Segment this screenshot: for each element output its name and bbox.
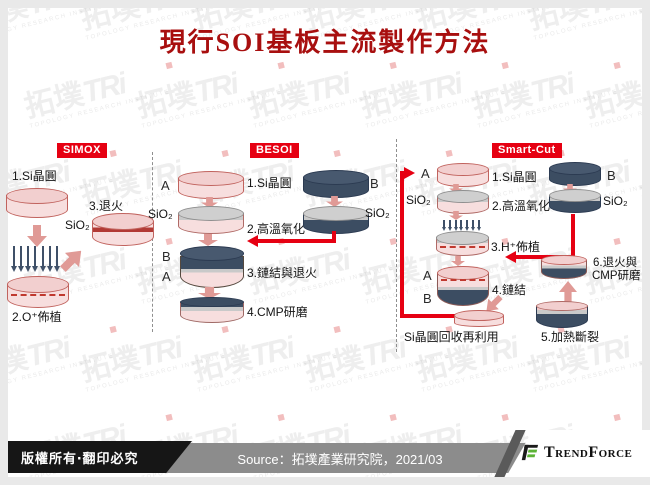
simox-step3-label: 3.退火: [89, 199, 124, 213]
smartcut-sio2-right-label: SiO₂: [603, 194, 628, 208]
besoi-step3-label: 3.鏈結與退火: [247, 266, 318, 280]
smartcut-recycled-wafer: [454, 310, 504, 327]
besoi-wafer-a-oxide: [178, 206, 244, 234]
smartcut-bonded-stack: [437, 266, 489, 306]
besoi-stack-b-label: B: [162, 249, 171, 264]
smartcut-step6-label-line1: 6.退火與: [593, 257, 638, 269]
smartcut-cmp-stack: [541, 255, 587, 279]
smartcut-step4-label: 4.鏈結: [492, 283, 527, 297]
smartcut-arrow-a1-icon: [449, 184, 463, 193]
simox-wafer-implanted: [7, 276, 69, 308]
trendforce-wordmark: TrendForce: [544, 443, 633, 461]
smartcut-wafer-b-oxide: [549, 189, 601, 213]
trendforce-logo: TrendForce: [521, 443, 632, 462]
smartcut-recycle-arrowhead-icon: [404, 167, 415, 179]
copyright-text: 版權所有‧翻印必究: [21, 450, 139, 466]
section-label-besoi: BESOI: [250, 143, 299, 158]
simox-wafer-annealed: [92, 213, 154, 246]
trendforce-logo-panel: [506, 430, 650, 477]
smartcut-stack-a-label: A: [423, 268, 432, 283]
besoi-red-path-vertical: [332, 231, 336, 243]
source-text: Source：拓墣產業研究院，2021/03: [237, 452, 443, 467]
besoi-wafer-b-label: B: [370, 176, 379, 191]
smartcut-stack-b-label: B: [423, 291, 432, 306]
besoi-wafer-a-label: A: [161, 178, 170, 193]
besoi-red-arrowhead-icon: [247, 235, 258, 247]
smartcut-arrow-a3-icon: [451, 256, 465, 266]
smartcut-wafer-b: [549, 162, 601, 186]
besoi-step2-label: 2.高溫氧化: [247, 222, 306, 236]
smartcut-wafer-a: [437, 163, 489, 187]
besoi-step1-label: 1.Si晶圓: [247, 176, 292, 190]
besoi-wafer-a: [178, 171, 244, 199]
smartcut-step2-label: 2.高溫氧化: [492, 199, 551, 213]
simox-sio2-label: SiO₂: [65, 218, 90, 232]
besoi-arrow-a-icon: [201, 197, 218, 208]
page-title: 現行SOI基板主流製作方法: [159, 28, 491, 57]
smartcut-recycle-path-horizontal: [400, 314, 455, 318]
smartcut-split-wafer: [536, 301, 588, 328]
smartcut-step6-label-line2: CMP研磨: [592, 270, 641, 282]
divider-simox-besoi: [152, 152, 153, 332]
simox-wafer-si: [6, 188, 68, 218]
divider-besoi-smartcut: [396, 139, 397, 352]
trendforce-icon: [521, 444, 539, 461]
besoi-wafer-b-oxide: [303, 206, 369, 234]
besoi-red-path-horizontal: [257, 239, 336, 243]
smartcut-recycle-path-vertical: [400, 171, 404, 318]
simox-arrow-down-icon: [27, 225, 47, 247]
smartcut-step1-label: 1.Si晶圓: [492, 170, 537, 184]
smartcut-red-arrowhead-icon: [505, 251, 516, 263]
simox-implant-arrows-icon: [13, 246, 58, 274]
smartcut-arrow-a2-icon: [449, 211, 463, 220]
section-label-smartcut: Smart-Cut: [492, 143, 562, 158]
smartcut-implant-arrows-icon: [443, 220, 480, 231]
section-label-simox: SIMOX: [57, 143, 107, 158]
simox-step1-label: 1.Si晶圓: [12, 169, 57, 183]
besoi-bonded-stack: [180, 246, 244, 288]
smartcut-recycle-label: Si晶圓回收再利用: [404, 330, 499, 344]
smartcut-wafer-b-label: B: [607, 168, 616, 183]
copyright-box: 版權所有‧翻印必究: [8, 441, 192, 473]
smartcut-wafer-a-oxide: [437, 190, 489, 214]
simox-arrow-upright-icon: [56, 244, 89, 277]
smartcut-step5-label: 5.加熱斷裂: [541, 330, 600, 344]
besoi-arrow-bond-icon: [198, 234, 218, 246]
simox-step2-label: 2.O⁺佈植: [12, 310, 62, 324]
besoi-wafer-b: [303, 170, 369, 198]
smartcut-arrow-up-icon: [559, 281, 577, 303]
besoi-stack-a-label: A: [162, 269, 171, 284]
smartcut-red-path-vertical: [571, 214, 575, 259]
smartcut-wafer-a-label: A: [421, 166, 430, 181]
smartcut-wafer-h-implant: [436, 231, 489, 256]
besoi-sio2-left-label: SiO₂: [148, 207, 173, 221]
besoi-arrow-b-icon: [326, 196, 343, 207]
besoi-step4-label: 4.CMP研磨: [247, 305, 308, 319]
besoi-sio2-right-label: SiO₂: [365, 206, 390, 220]
smartcut-sio2-left-label: SiO₂: [406, 193, 431, 207]
smartcut-step3-label: 3.H⁺佈植: [491, 240, 541, 254]
besoi-cmp-stack: [180, 297, 244, 323]
